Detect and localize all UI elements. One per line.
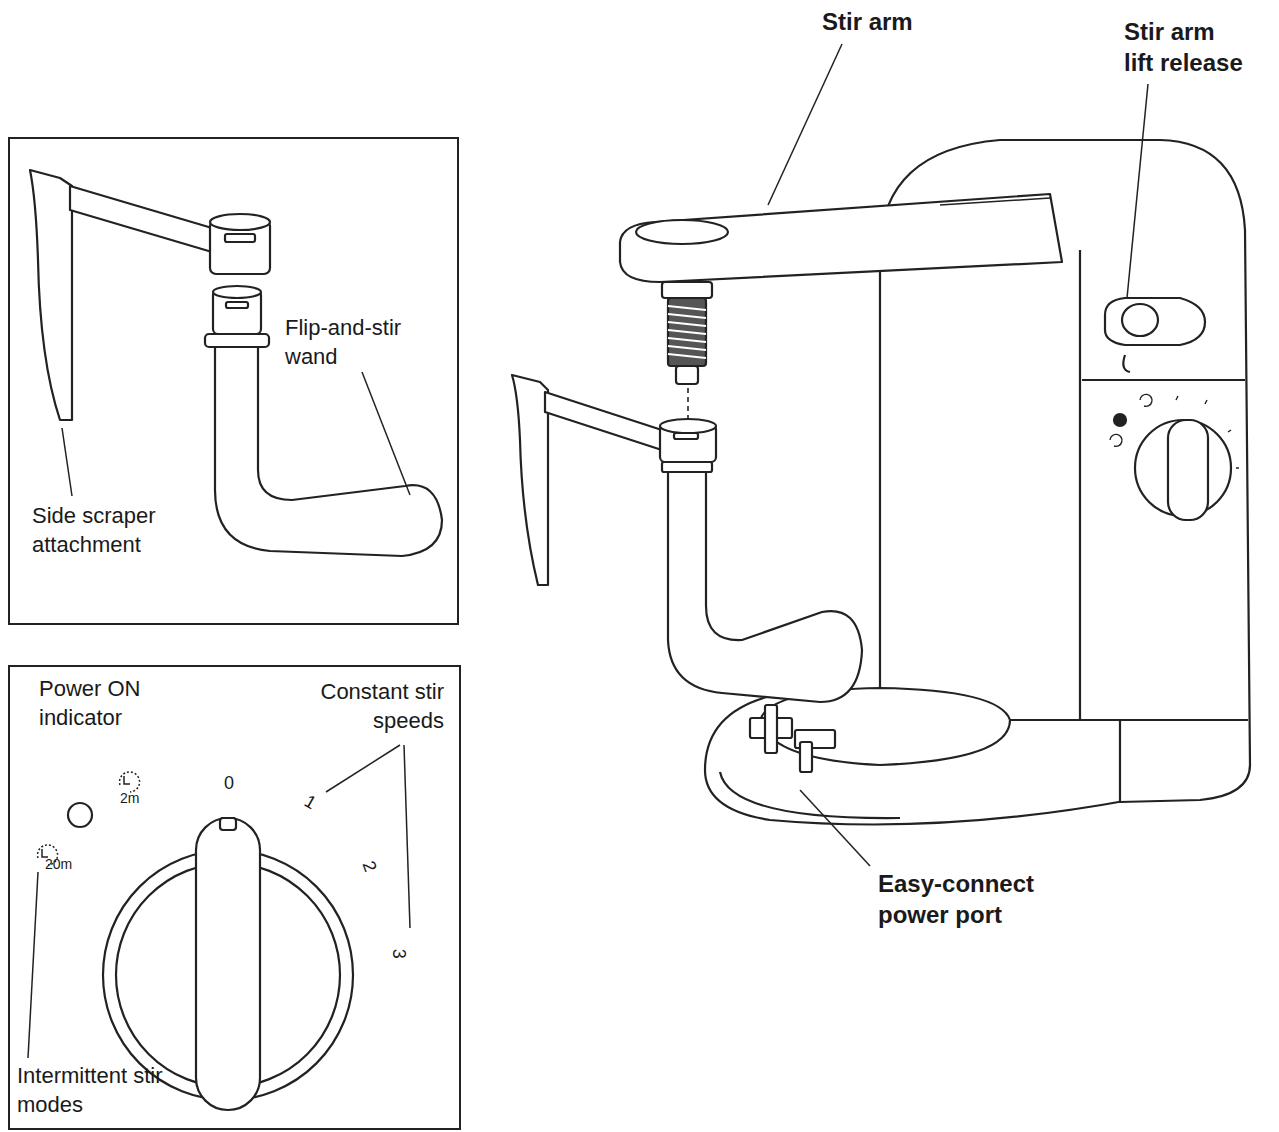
leader-line <box>404 745 410 928</box>
part-label: Power ON indicator <box>39 675 179 732</box>
side-scraper <box>512 375 548 585</box>
part-label: Easy-connect power port <box>878 868 1058 930</box>
inset-panel: Power ON indicator Constant stir speedsIn… <box>8 665 461 1130</box>
dial-mark: 1 <box>300 790 320 815</box>
leader-line <box>800 790 870 866</box>
leader-line <box>768 44 842 205</box>
power-indicator <box>68 803 92 827</box>
part-label: Constant stir speeds <box>294 678 444 735</box>
leader-line <box>62 428 72 496</box>
flip-and-stir-wand <box>215 347 442 556</box>
dial-mark: 3 <box>386 949 409 959</box>
leader-line <box>28 872 38 1058</box>
dial-mark: 2m <box>120 789 139 807</box>
flip-and-stir-wand <box>668 462 862 702</box>
inset-panel: Flip-and-stir wandSide scraper attachmen… <box>8 137 459 625</box>
leader-line <box>1127 84 1148 298</box>
stir-arm <box>620 194 1062 282</box>
side-scraper <box>30 170 72 420</box>
dial-mark: 2 <box>356 858 381 875</box>
leader-line <box>326 745 400 792</box>
part-label: Intermittent stir modes <box>17 1062 167 1119</box>
dial-mark: 20m <box>45 855 72 873</box>
dial-mark: 0 <box>224 772 234 795</box>
part-label: Stir arm lift release <box>1124 16 1248 78</box>
leader-line <box>362 372 410 495</box>
part-label: Flip-and-stir wand <box>285 314 435 371</box>
lift-release <box>1105 298 1205 345</box>
part-label: Side scraper attachment <box>32 502 182 559</box>
dial-knob <box>196 818 260 1110</box>
part-label: Stir arm <box>822 6 913 37</box>
